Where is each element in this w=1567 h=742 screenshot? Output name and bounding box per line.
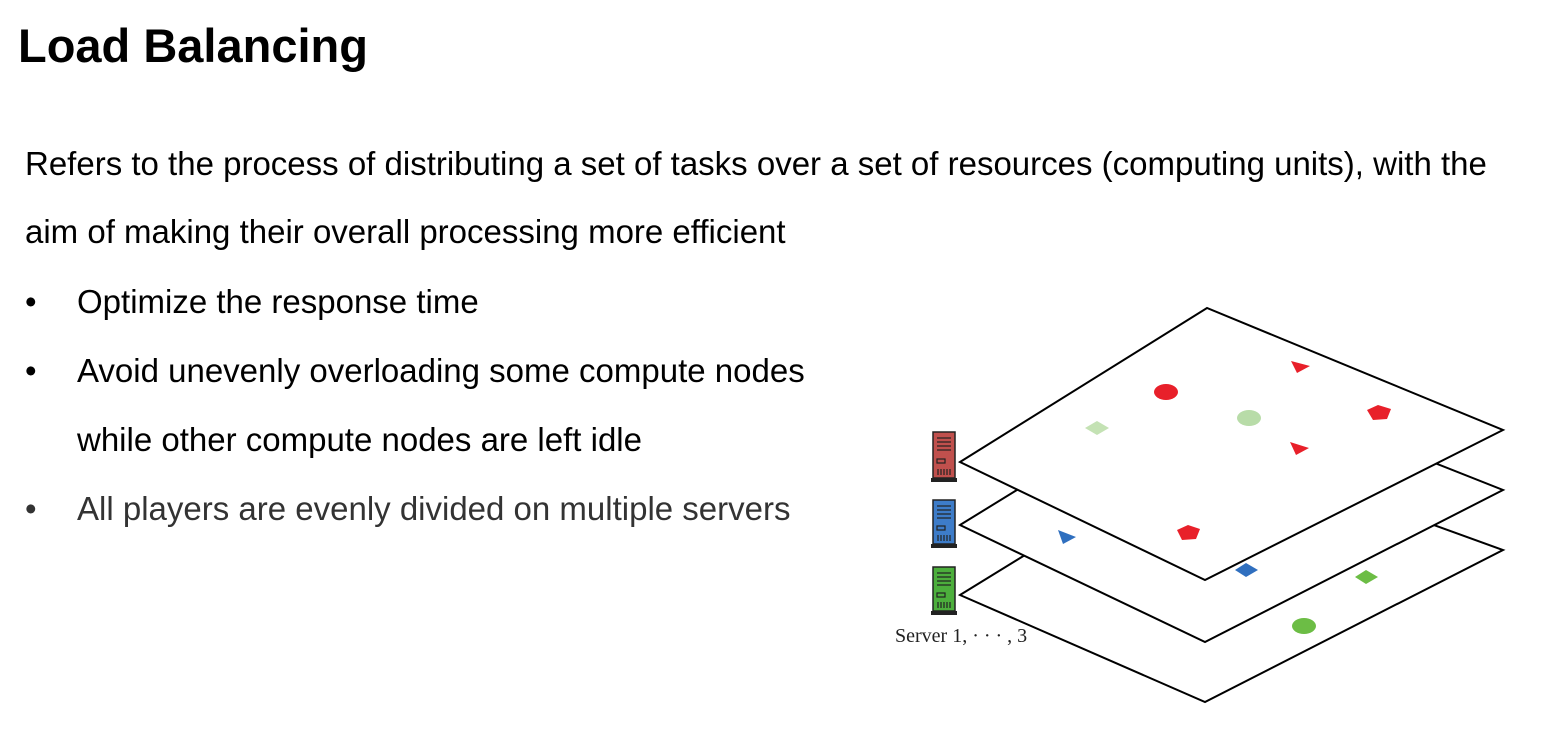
bullet-icon: • [25,352,37,389]
server-caption: Server 1, · · · , 3 [895,625,1027,647]
player-diamond-green [1355,570,1378,584]
player-circle-green [1292,618,1316,634]
plane-server-1 [957,306,1506,582]
bullet-icon: • [25,283,37,320]
player-diamond-lightgreen [1085,421,1109,435]
player-pentagon-red [1367,405,1391,420]
server-icon-blue [931,499,957,548]
player-triangle-red [1290,442,1309,455]
player-pentagon-red [1177,525,1200,540]
server-icon-green [931,566,957,615]
bullet-item: • All players are evenly divided on multi… [25,474,845,543]
bullet-text: Avoid unevenly overloading some compute … [77,352,805,458]
player-circle-red [1154,384,1178,400]
player-diamond-blue [1235,563,1258,577]
player-circle-lightgreen [1237,410,1261,426]
player-triangle-blue [1058,530,1076,544]
bullet-text: All players are evenly divided on multip… [77,490,791,527]
server-icon-red [931,431,957,482]
slide-title: Load Balancing [18,19,368,72]
bullet-item: • Avoid unevenly overloading some compute… [25,336,845,474]
bullet-item: • Optimize the response time [25,267,845,336]
bullet-text: Optimize the response time [77,283,479,320]
player-triangle-red [1291,361,1310,373]
bullet-icon: • [25,490,37,527]
bullet-list: • Optimize the response time • Avoid uneve… [25,267,845,543]
intro-paragraph: Refers to the process of distributing a … [25,145,1487,250]
